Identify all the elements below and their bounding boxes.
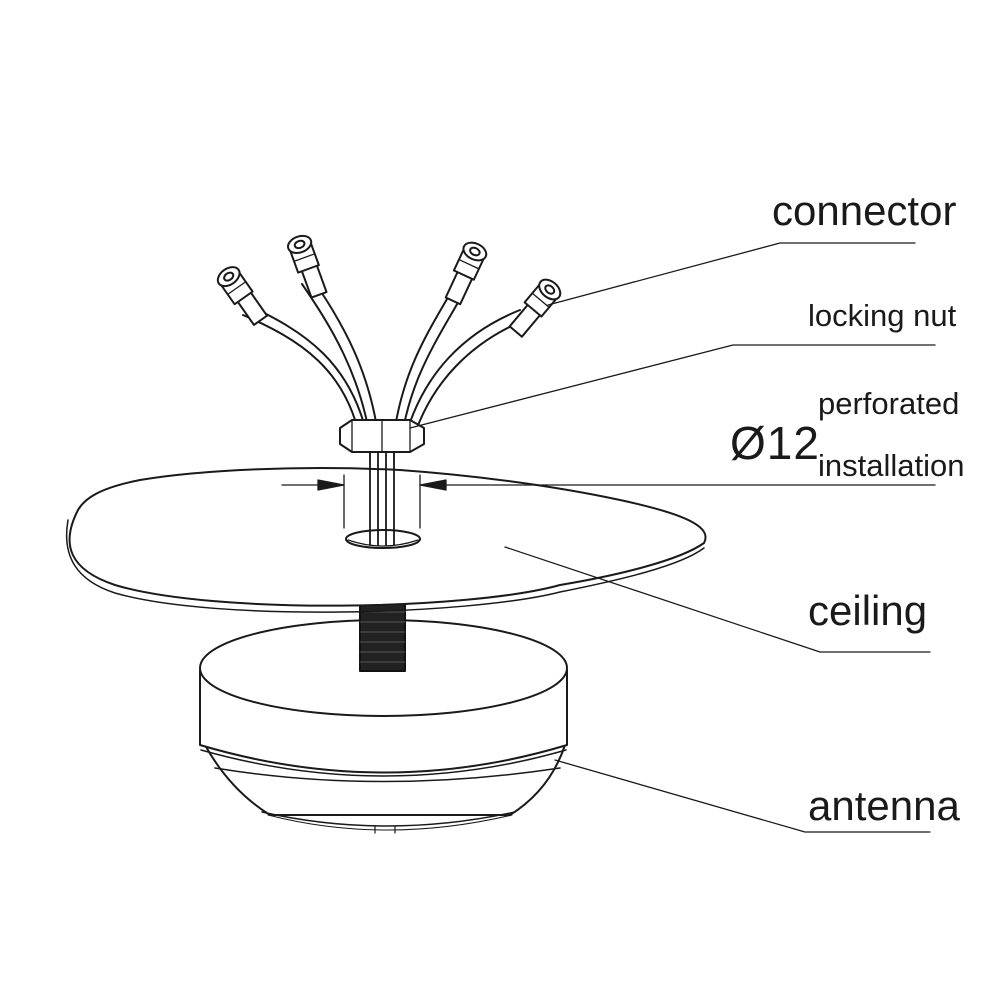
connector-4 xyxy=(508,278,562,338)
ceiling-plate xyxy=(65,467,707,613)
installation-label: installation xyxy=(818,448,965,483)
connector-label: connector xyxy=(772,187,957,234)
ceiling-label: ceiling xyxy=(808,587,928,634)
locking-nut-label: locking nut xyxy=(808,298,957,333)
antenna-label: antenna xyxy=(808,782,960,829)
connector-2 xyxy=(287,234,328,299)
diameter-label: Ø12 xyxy=(730,417,820,469)
dimension-lines xyxy=(281,474,936,529)
connector-3 xyxy=(444,241,488,306)
locking-nut xyxy=(339,419,425,463)
threaded-stem xyxy=(359,602,406,672)
connector-1 xyxy=(216,266,269,326)
leader-lines xyxy=(409,242,936,833)
perforated-label: perforated xyxy=(818,386,960,421)
